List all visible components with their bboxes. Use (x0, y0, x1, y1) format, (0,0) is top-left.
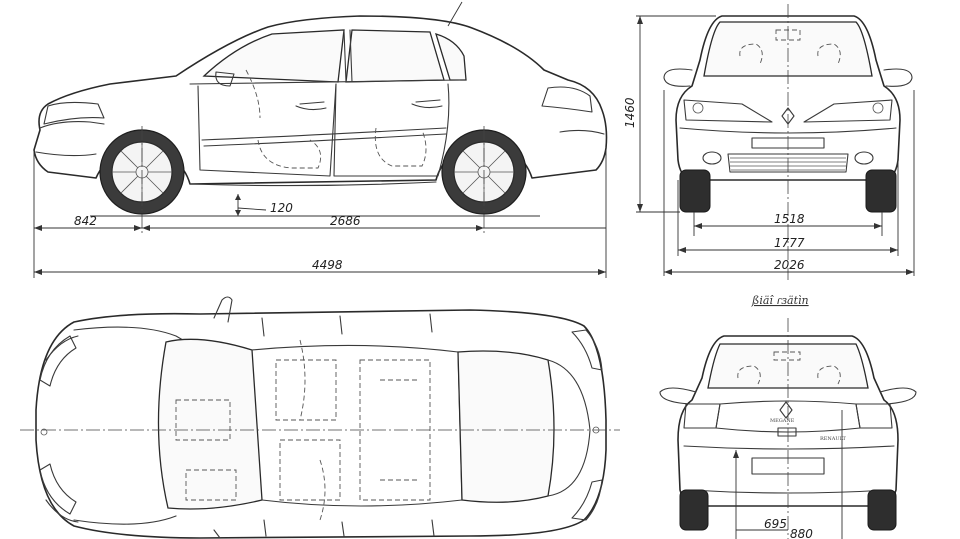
side-rear-window (345, 29, 445, 83)
front-overhang-label: 842 (74, 214, 97, 228)
ground-clearance-label: 120 (270, 201, 293, 215)
rear-logo-icon (779, 401, 793, 419)
rear-dim-b-label: 880 (790, 527, 813, 539)
rear-dim-a-label: 695 (764, 517, 787, 531)
rear-model-badge: MEGANE (770, 418, 795, 424)
side-front-window (202, 29, 345, 83)
top-windshield (157, 338, 263, 510)
top-view (20, 296, 620, 539)
overall-height-label: 1460 (623, 97, 637, 128)
body-width-label: 1777 (774, 236, 805, 250)
front-view: 1460 (623, 4, 915, 280)
rear-view-caption: ßiäî ɾɜätìn (751, 294, 809, 307)
rear-brand-badge: RENAULT (820, 436, 847, 442)
overall-length-label: 4498 (312, 258, 343, 272)
width-with-mirrors-label: 2026 (774, 258, 805, 272)
top-rear-window (457, 350, 555, 503)
rear-view: ßiäî ɾɜätìn MEGANE RENAULT 695 880 (659, 294, 917, 539)
front-track-label: 1518 (774, 212, 805, 226)
side-view: 842 120 2686 4498 (33, 1, 608, 278)
wheelbase-label: 2686 (330, 214, 361, 228)
